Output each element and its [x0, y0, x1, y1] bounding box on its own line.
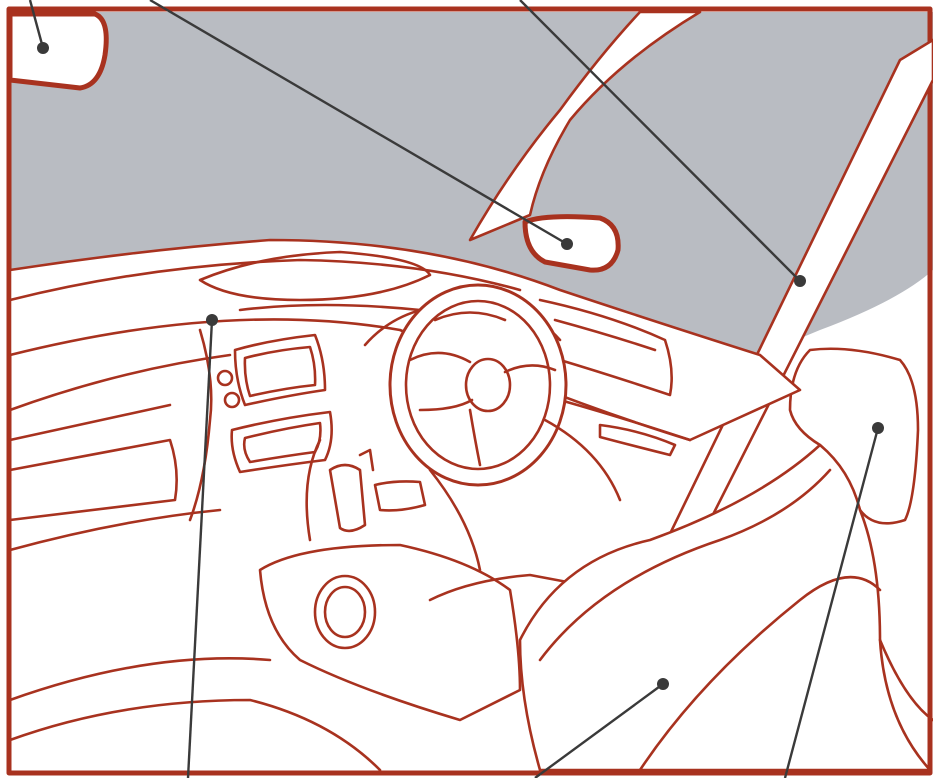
callout-dot-seat — [657, 678, 669, 690]
center-console — [260, 545, 520, 720]
leader-dashboard — [188, 320, 212, 778]
callout-dot-rear-view-mirror — [37, 42, 49, 54]
callout-dot-a-pillar — [794, 275, 806, 287]
callout-dot-dashboard — [206, 314, 218, 326]
callout-dot-side-mirror — [561, 238, 573, 250]
climate-panel — [232, 412, 332, 472]
rear-view-mirror — [10, 14, 106, 88]
callout-dot-headrest — [872, 422, 884, 434]
steering-wheel — [390, 285, 566, 485]
